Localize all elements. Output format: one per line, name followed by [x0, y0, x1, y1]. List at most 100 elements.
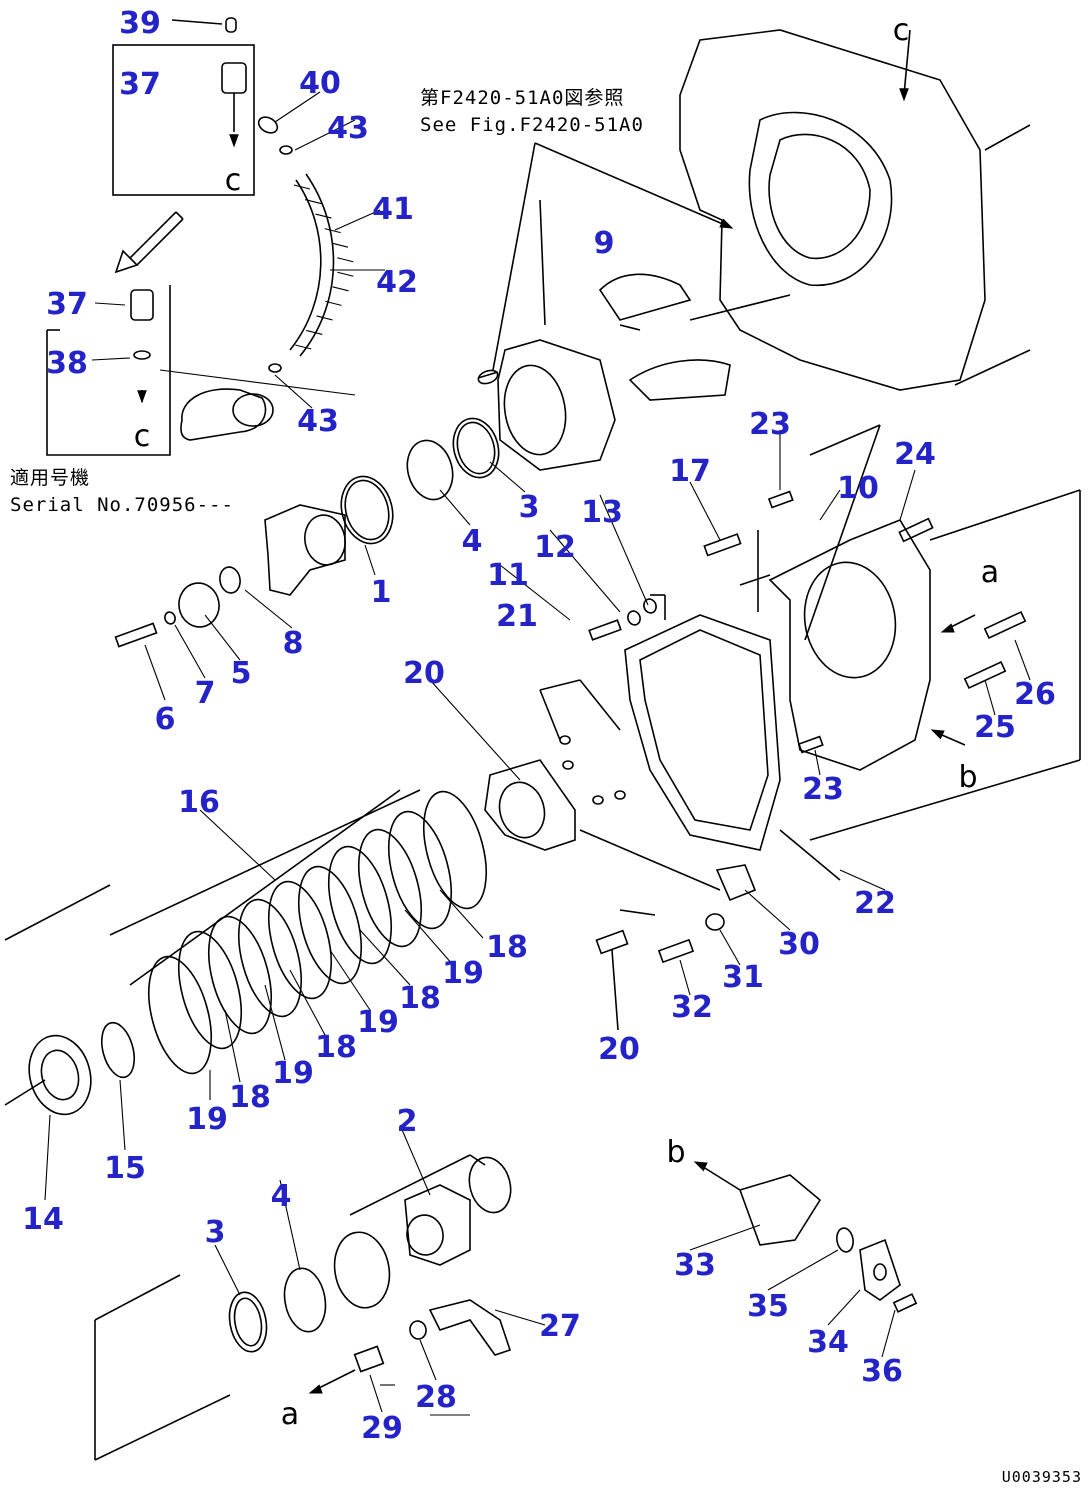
part-outline: [503, 364, 567, 456]
plate: [484, 759, 576, 851]
reference-letter-a: a: [981, 555, 999, 590]
case-bore: [768, 133, 871, 260]
pin: [767, 490, 794, 509]
leader-line: [364, 544, 376, 576]
leader-line: [719, 929, 741, 966]
leader-line: [494, 1309, 546, 1326]
clutch-disc: [328, 845, 392, 965]
part-outline: [406, 1214, 444, 1256]
leader-line: [492, 142, 536, 371]
leader-line: [689, 481, 721, 541]
part-outline: [100, 1021, 136, 1079]
drawing-number: U0039353: [1002, 1468, 1082, 1486]
leader-line: [439, 889, 484, 939]
arrow-head: [693, 1161, 708, 1172]
leader-line: [579, 679, 621, 731]
part-outline: [28, 1034, 92, 1116]
leader-line: [329, 949, 371, 1011]
callout-36: 36: [861, 1354, 903, 1389]
hose-rib: [304, 199, 322, 205]
callout-35: 35: [747, 1289, 789, 1324]
leader-line: [903, 29, 911, 96]
callout-19: 19: [357, 1005, 399, 1040]
leader-line: [244, 589, 293, 629]
leader-line: [4, 884, 111, 941]
leader-line: [499, 564, 571, 621]
leader-line: [954, 349, 1031, 386]
bracket: [628, 359, 731, 401]
bolt: [892, 1293, 918, 1313]
hose-rib: [337, 257, 354, 263]
callout-24: 24: [894, 437, 936, 472]
clutch-disc: [423, 790, 487, 910]
leader-line: [804, 424, 881, 641]
inset-box: [46, 285, 171, 456]
part-outline: [233, 1297, 263, 1347]
callout-39: 39: [119, 6, 161, 41]
leader-line: [984, 679, 996, 716]
clutch-disc: [178, 930, 242, 1050]
case-bore: [748, 111, 893, 287]
callout-9: 9: [594, 226, 615, 261]
leader-line: [94, 302, 126, 306]
callout-19: 19: [442, 956, 484, 991]
arrow-head: [899, 88, 909, 102]
leader-line: [264, 984, 286, 1061]
callout-20: 20: [403, 656, 445, 691]
callout-18: 18: [315, 1030, 357, 1065]
callout-14: 14: [22, 1202, 64, 1237]
gasket: [639, 629, 769, 831]
hose-rib: [325, 300, 342, 306]
callout-31: 31: [722, 960, 764, 995]
leader-line: [279, 1179, 301, 1271]
leader-line: [199, 809, 276, 881]
callout-1: 1: [371, 575, 392, 610]
clutch-disc: [208, 915, 272, 1035]
elbow-fitting: [180, 388, 267, 441]
leader-line: [539, 689, 561, 741]
arrow-head: [229, 134, 239, 148]
part-outline: [477, 369, 499, 385]
part-outline: [705, 913, 725, 931]
callout-6: 6: [155, 702, 176, 737]
reference-note-line: See Fig.F2420-51A0: [420, 114, 644, 136]
part-outline: [643, 598, 657, 614]
callout-10: 10: [837, 471, 879, 506]
leader-line: [171, 19, 223, 25]
clutch-disc: [268, 880, 332, 1000]
leader-line: [489, 461, 526, 493]
part-outline: [592, 795, 604, 805]
sensor-body: [221, 62, 247, 94]
reference-note-line: 第F2420-51A0図参照: [420, 87, 624, 109]
hose: [299, 173, 335, 357]
leader-line: [827, 1289, 861, 1326]
leader-line: [129, 789, 401, 986]
callout-28: 28: [415, 1380, 457, 1415]
reference-letter-c: c: [893, 13, 910, 48]
callout-43: 43: [327, 111, 369, 146]
leader-line: [274, 91, 321, 123]
pin: [703, 533, 742, 557]
leader-line: [289, 969, 326, 1036]
leader-line: [929, 489, 1081, 541]
part-outline: [219, 566, 241, 594]
inset-box: [112, 44, 255, 196]
callout-3: 3: [205, 1215, 226, 1250]
callout-18: 18: [486, 930, 528, 965]
sensor-body: [130, 289, 154, 321]
leader-line: [4, 1079, 46, 1106]
plug: [595, 929, 629, 955]
arrow-head: [308, 1384, 323, 1394]
leader-line: [619, 909, 656, 916]
arrow-head: [940, 623, 955, 633]
callout-41: 41: [372, 192, 414, 227]
leader-line: [809, 424, 881, 456]
leader-line: [369, 1374, 383, 1413]
part-outline: [257, 116, 279, 134]
leader-line: [984, 124, 1031, 151]
leader-line: [689, 1224, 761, 1251]
leader-line: [619, 324, 641, 331]
callout-33: 33: [674, 1248, 716, 1283]
callout-17: 17: [669, 454, 711, 489]
